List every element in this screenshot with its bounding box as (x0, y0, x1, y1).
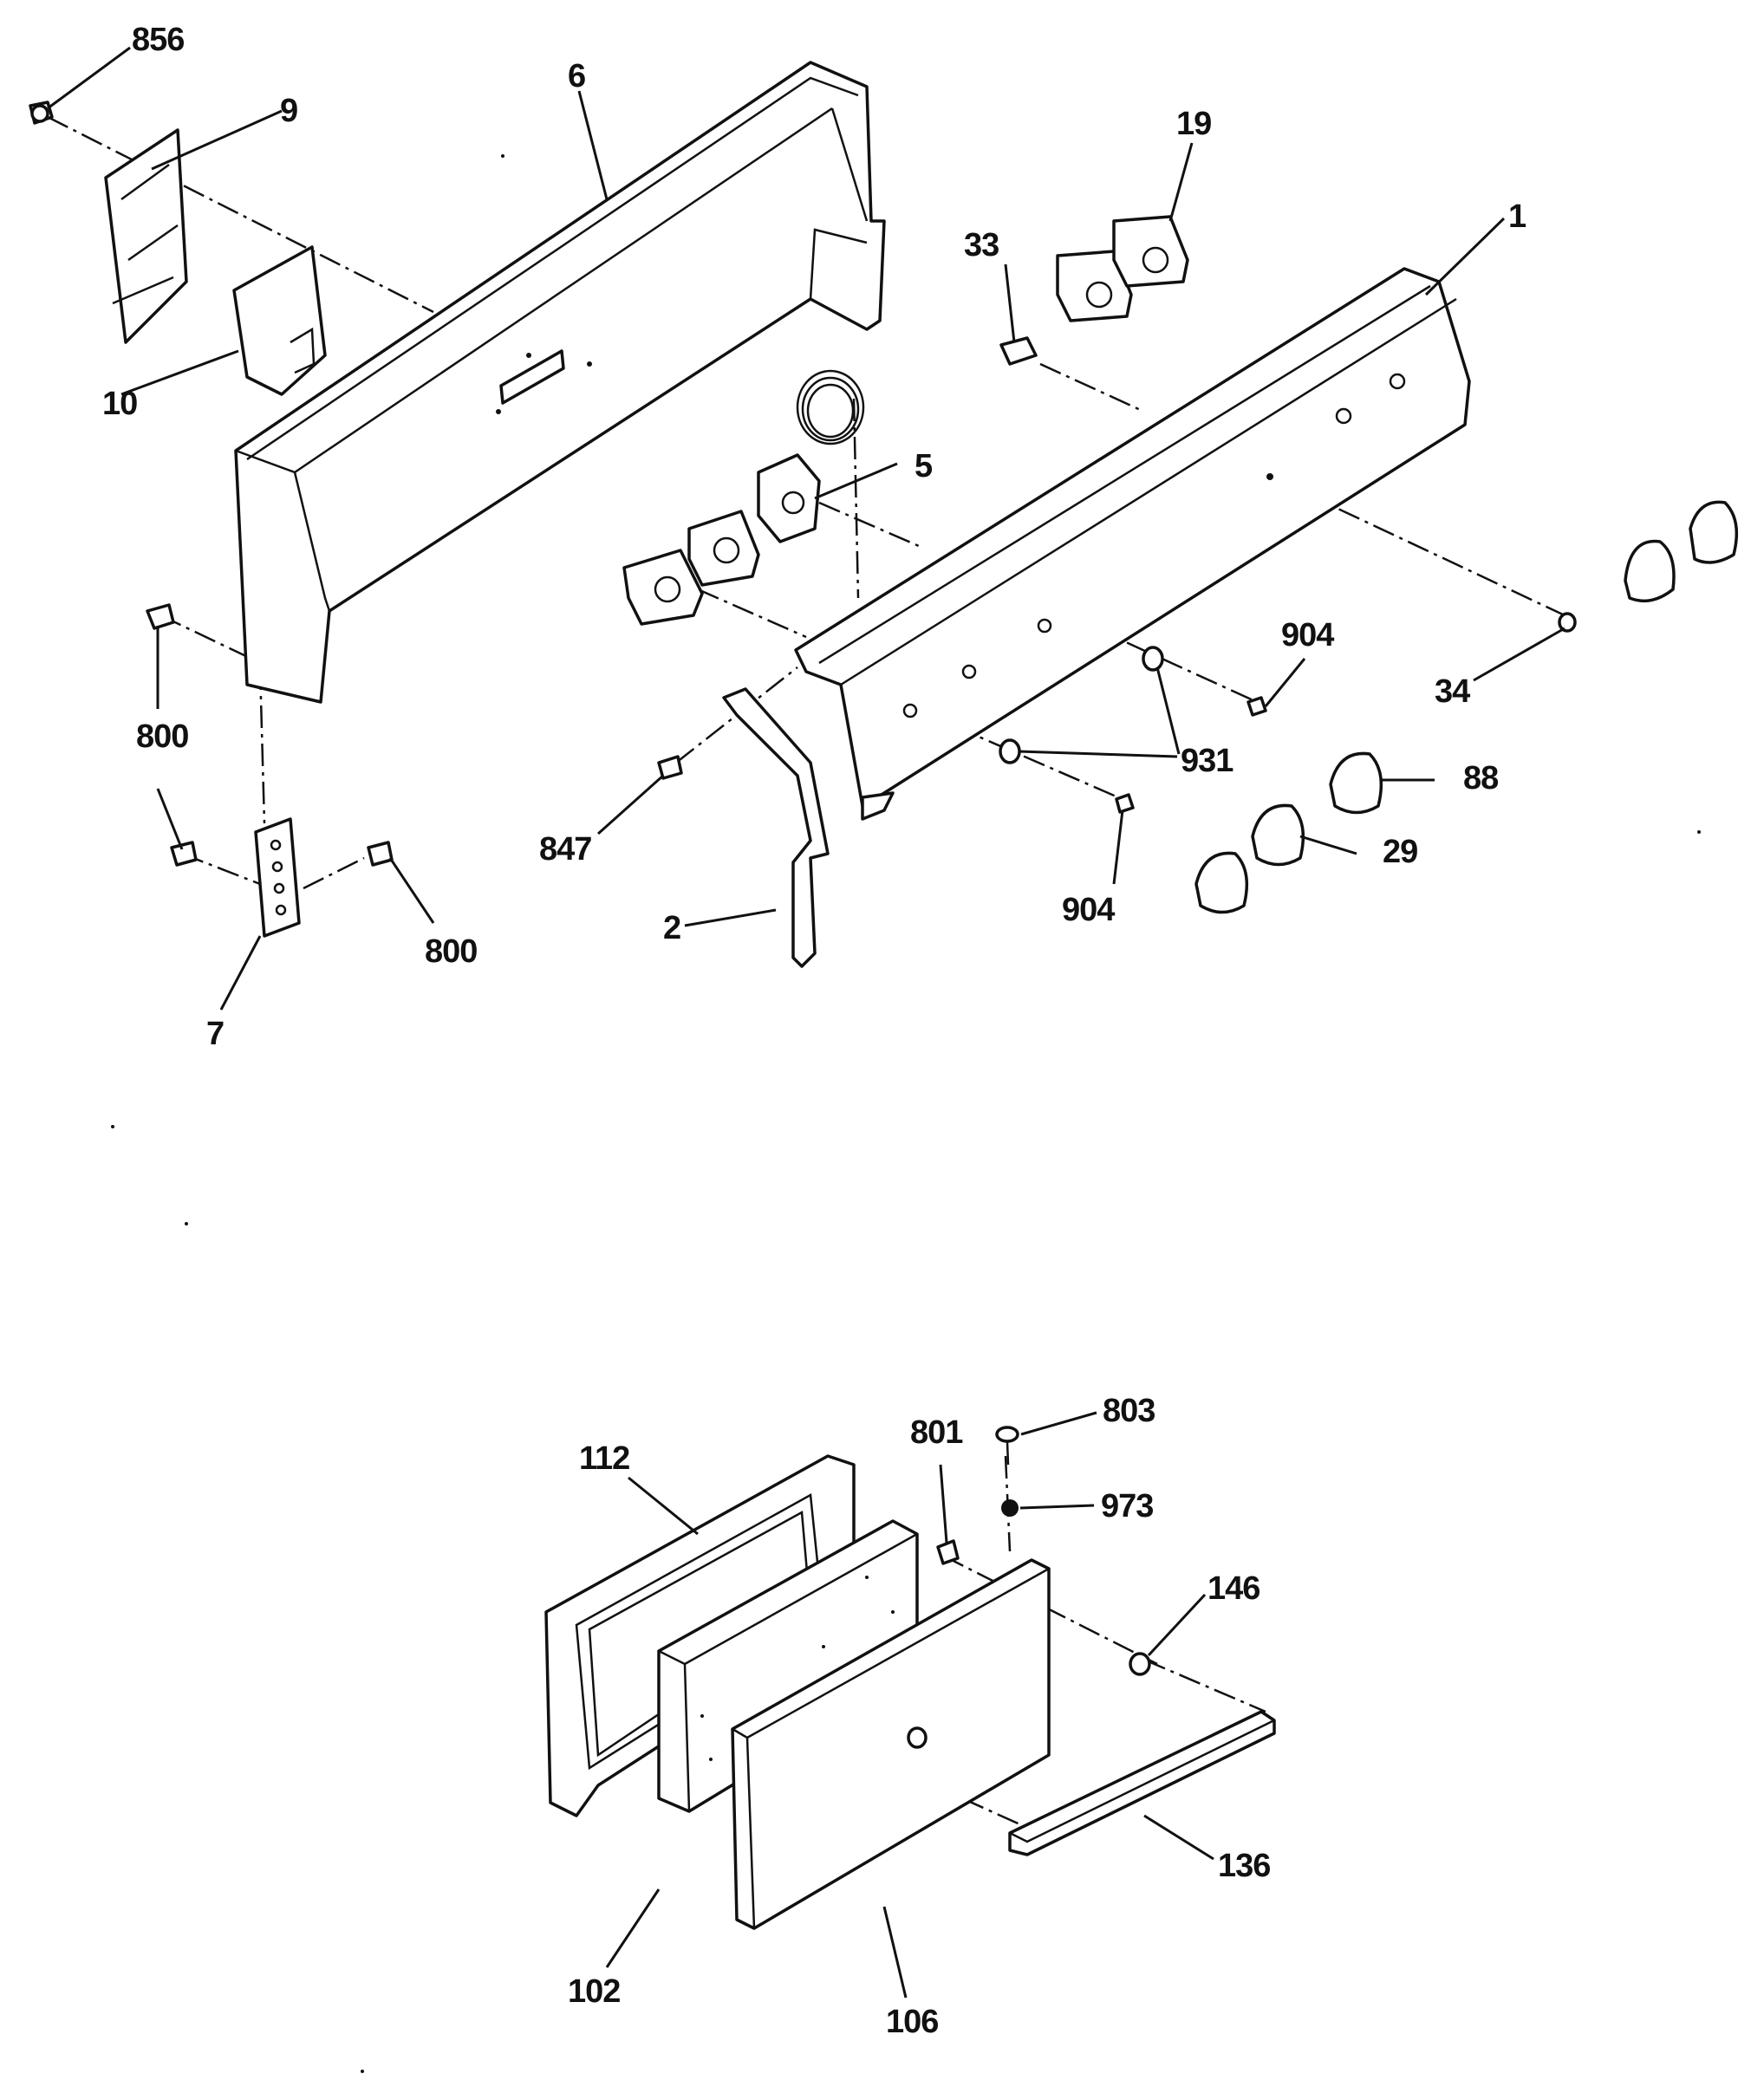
callout-2: 2 (663, 910, 680, 946)
callout-801: 801 (910, 1414, 963, 1451)
screw-847 (657, 755, 683, 780)
knob-29 (1251, 803, 1305, 867)
washer-931-upper (1142, 646, 1164, 672)
washer-931-lower (999, 738, 1021, 764)
callout-931: 931 (1181, 743, 1233, 779)
callout-29: 29 (1383, 834, 1417, 870)
trim-strip-136 (1008, 1710, 1276, 1856)
callout-1: 1 (1508, 198, 1526, 235)
washer-146 (1129, 1652, 1151, 1676)
callout-7: 7 (206, 1016, 224, 1052)
bracket-9 (104, 128, 188, 344)
screw-800-lower-right (367, 841, 394, 867)
bracket-10 (232, 245, 327, 396)
screw-904-lower (1115, 793, 1135, 814)
callout-856: 856 (132, 22, 184, 58)
control-panel-1 (794, 267, 1471, 821)
callout-33: 33 (964, 227, 999, 263)
leader-lines-lower (605, 1411, 1214, 1999)
backsplash-box-6 (234, 61, 886, 704)
knob-pair-upper-right (1624, 500, 1739, 603)
callout-5: 5 (915, 448, 933, 484)
end-bracket-2 (722, 687, 830, 968)
callout-88: 88 (1463, 760, 1498, 796)
callout-112: 112 (579, 1440, 629, 1477)
callout-803: 803 (1103, 1393, 1155, 1429)
callout-847: 847 (539, 831, 591, 868)
callout-6: 6 (568, 58, 585, 94)
callout-10: 10 (102, 386, 137, 422)
scan-specks (111, 154, 1701, 2073)
screw-904-upper (1247, 696, 1267, 717)
leader-lines-upper (47, 46, 1565, 1011)
plug-34 (1558, 612, 1577, 633)
screw-803 (995, 1426, 1019, 1466)
callout-800-lower: 800 (425, 933, 477, 970)
callout-146: 146 (1207, 1570, 1260, 1607)
screw-800-lower-left (170, 841, 198, 867)
callout-labels: 856 9 6 19 33 1 10 5 800 904 34 931 88 8… (102, 22, 1527, 2040)
screw-800-upper (146, 603, 175, 630)
callout-102: 102 (568, 1973, 620, 2010)
screw-856 (29, 101, 54, 125)
callout-800-upper: 800 (136, 718, 188, 755)
screw-801 (936, 1539, 960, 1565)
callout-904-upper: 904 (1281, 617, 1334, 653)
knob-lower-left (1194, 851, 1249, 914)
signal-light-33 (999, 336, 1038, 366)
callout-19: 19 (1176, 106, 1211, 142)
infinite-switch-19 (1056, 215, 1189, 322)
callout-136: 136 (1218, 1848, 1270, 1884)
knob-88 (1329, 751, 1383, 815)
callout-106: 106 (886, 2004, 938, 2040)
infinite-switch-pair-left (622, 510, 760, 626)
callout-973: 973 (1101, 1488, 1153, 1524)
bracket-7 (254, 817, 301, 938)
callout-904-lower: 904 (1062, 892, 1115, 928)
nut-973 (1001, 1499, 1019, 1517)
door-panel-106 (731, 1558, 1051, 1930)
callout-9: 9 (280, 93, 297, 129)
thermostat-5 (757, 369, 865, 543)
callout-34: 34 (1435, 673, 1470, 710)
